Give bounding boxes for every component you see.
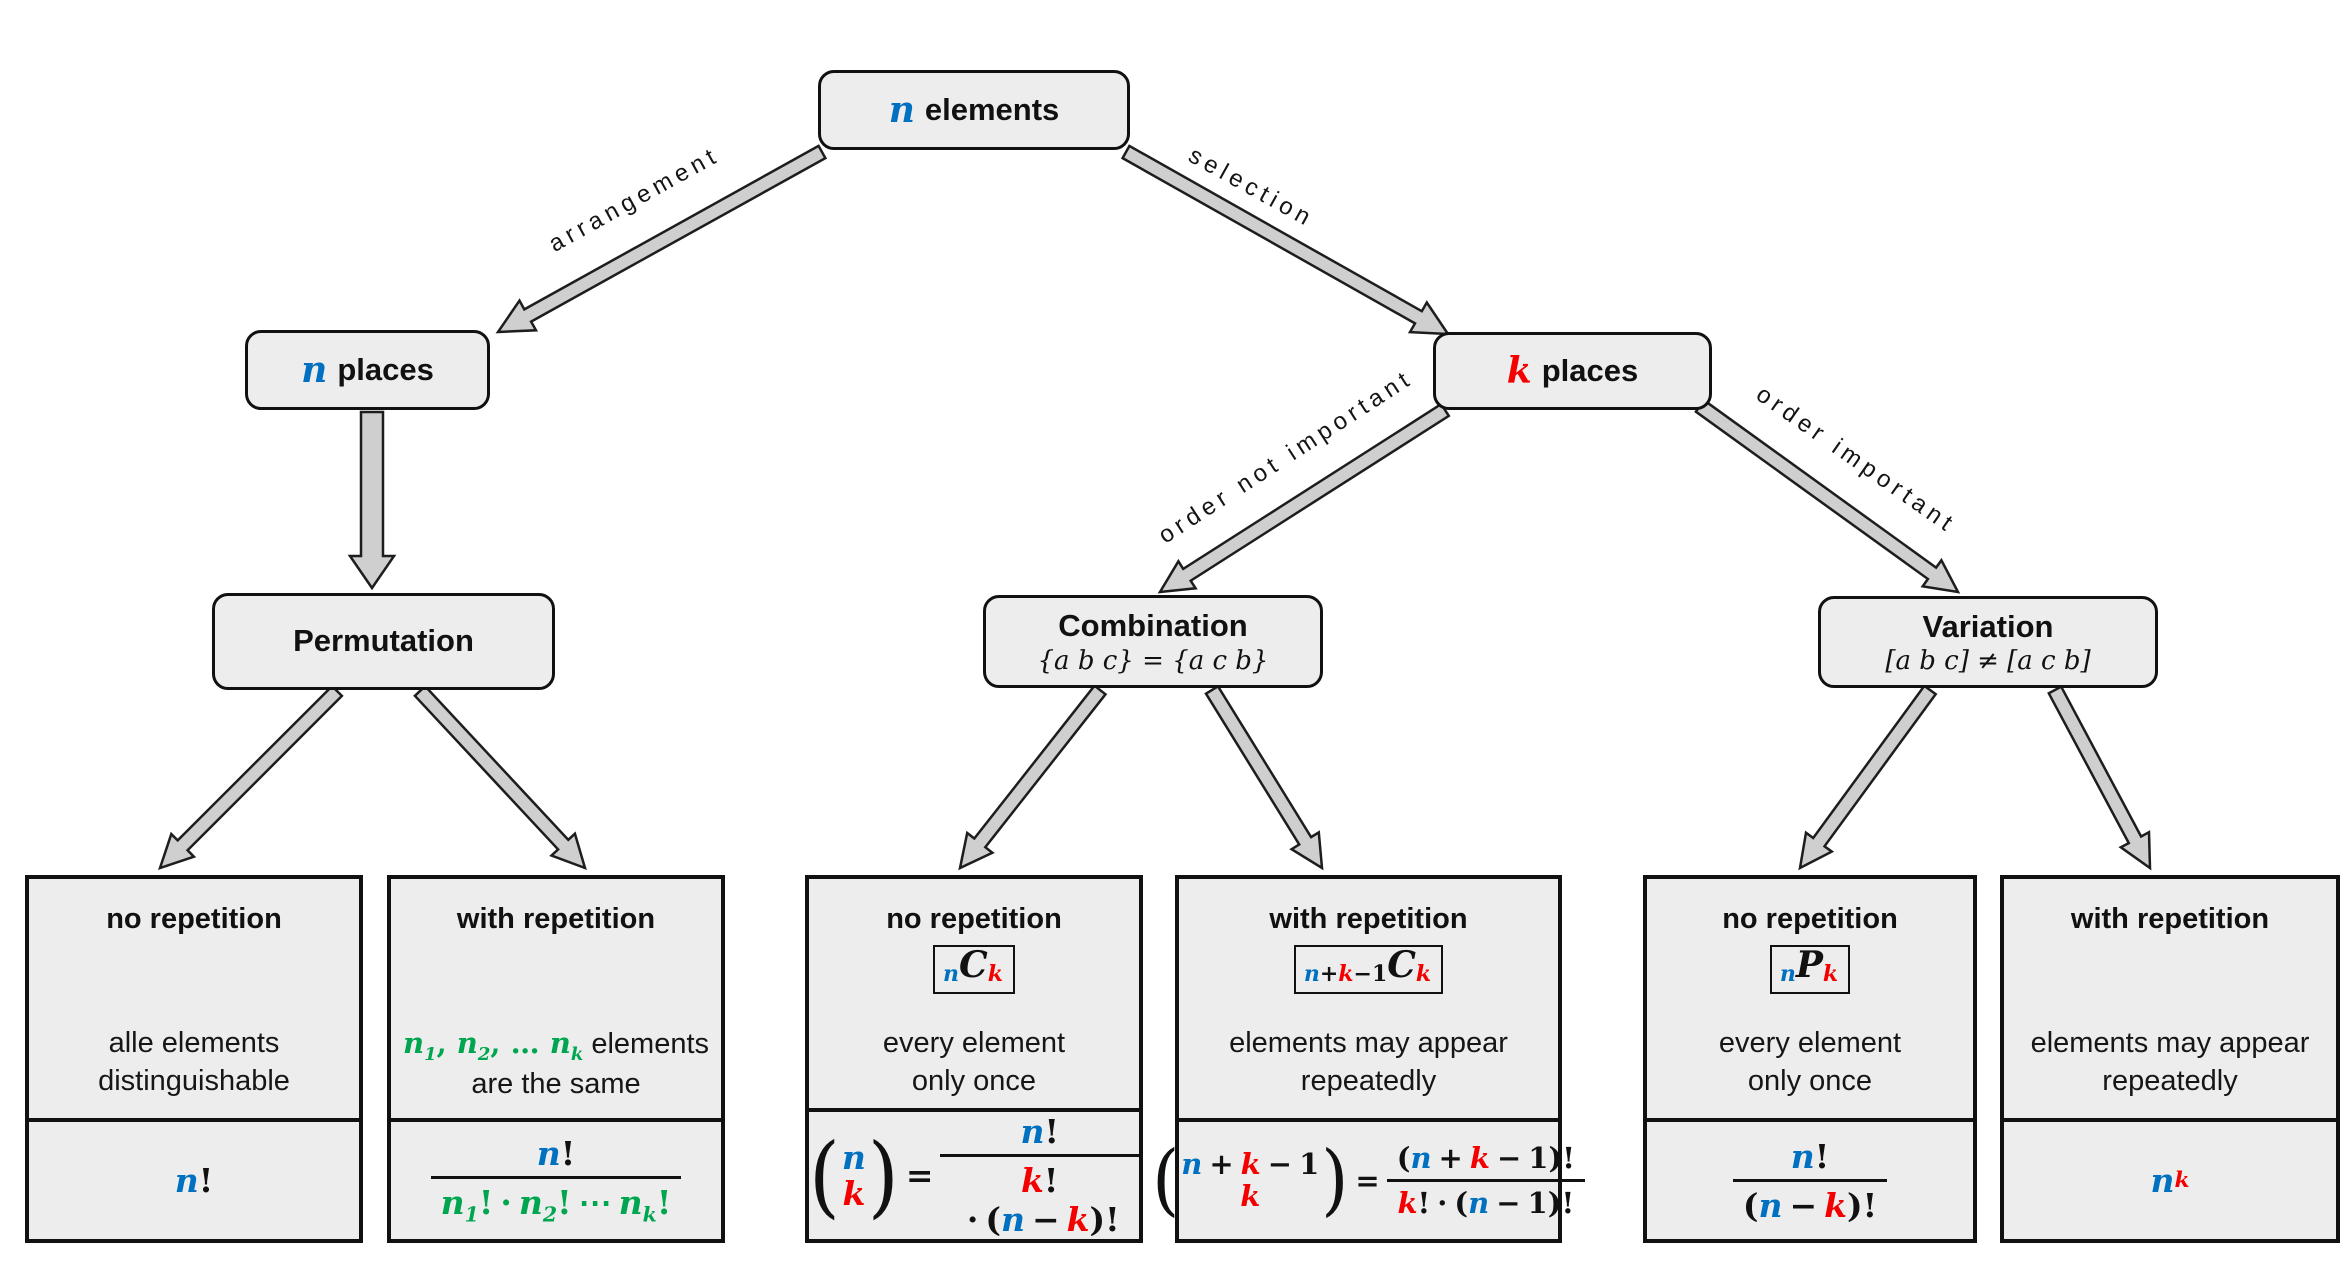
arrow-arrangement (495, 144, 828, 334)
node-n-elements: n elements (818, 70, 1130, 150)
permutation-title: Permutation (293, 623, 474, 659)
arrow-n-places-to-permutation (347, 410, 397, 591)
notation-nPk: nPk (1769, 945, 1851, 995)
leaf-header: no repetition (106, 903, 282, 935)
var-n: n (888, 89, 915, 131)
arrow-selection (1120, 144, 1451, 336)
leaf-body: alle elements distinguishable (98, 1027, 290, 1097)
notation-nCk: nCk (933, 945, 1015, 995)
leaf-body: elements may appear repeatedly (2030, 1027, 2310, 1097)
edge-label-arrangement: arrangement (544, 141, 724, 257)
arrow-k-places-to-combination (1157, 402, 1451, 594)
leaf-combination-with-repetition: with repetition n+k−1Ck elements may app… (1152, 875, 1585, 1243)
formula-n-factorial: n! (29, 1118, 359, 1239)
combination-title: Combination (1058, 608, 1248, 644)
combination-subtitle: {a b c} = {a c b} (1037, 645, 1269, 676)
formula-n-factorial-over-nk-factorials: n! n1!·n2!⋯nk! (391, 1118, 721, 1239)
arrow-k-places-to-variation (1694, 398, 1961, 594)
leaf-variation-with-repetition: with repetition elements may appear repe… (2000, 875, 2340, 1243)
node-combination: Combination {a b c} = {a c b} (983, 595, 1323, 688)
leaf-body: elements may appear repeatedly (1229, 1027, 1508, 1097)
var-k: k (1506, 350, 1532, 392)
arrow-permutation-to-no-repetition (158, 684, 344, 870)
arrow-variation-to-with-repetition (2047, 685, 2152, 871)
node-k-places: k places (1433, 332, 1712, 410)
leaf-header: no repetition (1722, 903, 1898, 935)
arrow-combination-to-with-repetition (1204, 684, 1324, 871)
node-permutation: Permutation (212, 593, 555, 690)
leaf-header: with repetition (1269, 903, 1468, 935)
leaf-permutation-no-repetition: no repetition alle elements distinguisha… (25, 875, 363, 1243)
leaf-variation-no-repetition: no repetition nPk every element only onc… (1643, 875, 1977, 1243)
leaf-combination-no-repetition: no repetition nCk every element only onc… (805, 875, 1143, 1243)
arrow-combination-to-no-repetition (958, 683, 1108, 871)
leaf-permutation-with-repetition: with repetition n1, n2, … nk elements ar… (387, 875, 725, 1243)
arrow-variation-to-no-repetition (1798, 684, 1938, 871)
formula-n-factorial-over-n-minus-k-factorial: n! (n−k)! (1647, 1118, 1973, 1239)
leaf-header: with repetition (2070, 903, 2270, 935)
leaf-header: no repetition (886, 903, 1062, 935)
var-n: n (301, 349, 328, 391)
leaf-header: with repetition (456, 903, 656, 935)
variation-subtitle: [a b c] ≠ [a c b] (1885, 646, 2091, 677)
node-n-places: n places (245, 330, 490, 410)
variation-title: Variation (1922, 608, 2054, 644)
node-variation: Variation [a b c] ≠ [a c b] (1818, 596, 2158, 688)
arrow-permutation-to-with-repetition (413, 684, 587, 871)
leaf-body: every element only once (882, 1027, 1066, 1097)
leaf-body: n1, n2, … nk elements are the same (402, 1026, 710, 1101)
notation-n-plus-k-minus-1-C-k: n+k−1Ck (1293, 945, 1444, 995)
leaf-body: every element only once (1718, 1027, 1902, 1097)
